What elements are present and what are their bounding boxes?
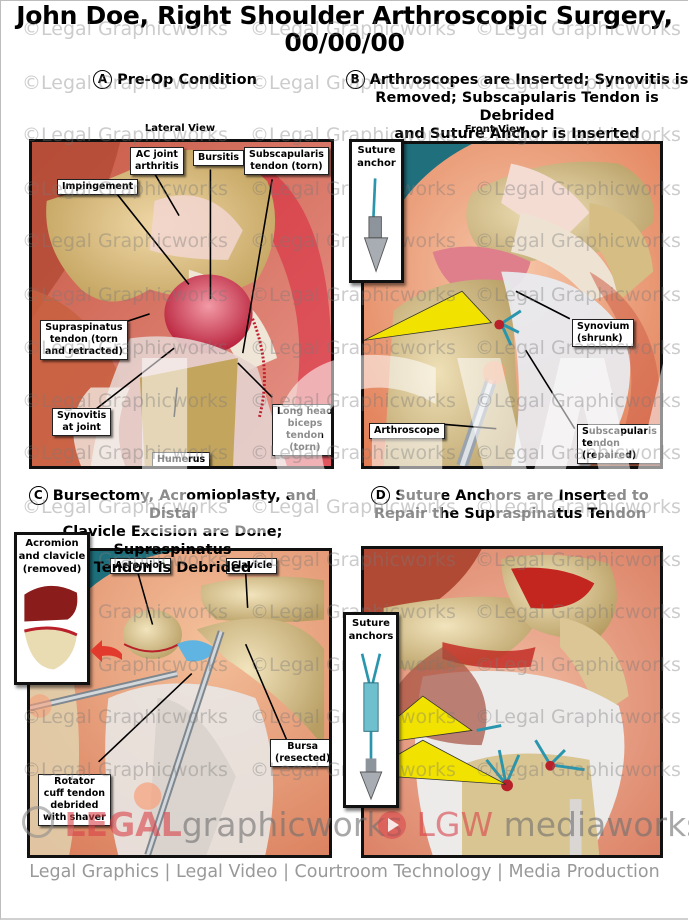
inset-suture-anchors: Suture anchors <box>343 612 399 808</box>
label-synovitis: Synovitis at joint <box>52 408 112 436</box>
panel-d-illustration <box>361 546 663 858</box>
panel-b-letter: B <box>345 70 365 89</box>
panel-a-letter: A <box>93 70 113 89</box>
panel-b-leader-lines <box>437 290 576 430</box>
inset-suture-anchors-label: Suture anchors <box>348 618 394 642</box>
panel-b-title-line-2: Removed; Subscapularis Tendon is Debride… <box>375 90 659 124</box>
panel-d-title-line-2: Repair the Supraspinatus Tendon <box>373 506 647 522</box>
suture-anchor-icon <box>363 178 389 273</box>
label-bursitis: Bursitis <box>193 150 245 166</box>
label-bursa-resected: Bursa (resected) <box>270 739 329 767</box>
panel-d-letter: D <box>371 486 391 505</box>
label-acromion: Acromion <box>110 558 171 574</box>
label-impingement: Impingement <box>57 179 139 195</box>
inset-suture-anchor-label: Suture anchor <box>357 145 396 169</box>
panel-d-title-line-1: Suture Anchors are Inserted to <box>395 488 649 504</box>
label-humerus: Humerus <box>152 452 211 466</box>
panel-b-title-line-1: Arthroscopes are Inserted; Synovitis is <box>369 72 689 88</box>
panel-b-view-label: Front View <box>464 124 526 135</box>
title-line-2: 00/00/00 <box>284 28 405 57</box>
panel-a-title-text: Pre-Op Condition <box>117 72 257 88</box>
label-long-head-biceps-torn: Long head biceps tendon (torn) <box>272 404 331 456</box>
panel-c-title-line-2: Clavicle Excision are Done; Supraspinatu… <box>62 524 283 558</box>
panel-b-illustration: Synovium (shrunk) Arthroscope Subscapula… <box>361 141 663 469</box>
red-arrow-icon <box>90 640 122 662</box>
panel-c-title-line-3: Tendon is Debrided <box>93 560 252 576</box>
page-title: John Doe, Right Shoulder Arthroscopic Su… <box>0 2 689 56</box>
panel-a-view-label: Lateral View <box>144 123 216 134</box>
inset-acromion-clavicle-removed: Acromion and clavicle (removed) <box>14 532 90 685</box>
label-ac-joint-arthritis: AC joint arthritis <box>130 147 184 175</box>
label-subscapularis-torn: Subscapularis tendon (torn) <box>244 147 329 175</box>
panel-c-letter: C <box>28 486 48 505</box>
title-line-1: John Doe, Right Shoulder Arthroscopic Su… <box>16 1 673 30</box>
label-subscapularis-repaired: Subscapularis tendon (repaired) <box>577 424 660 464</box>
panel-a-illustration: AC joint arthritis Bursitis Subscapulari… <box>29 139 334 469</box>
shoulder-suture-anchor-illustration <box>364 549 660 855</box>
panel-c-leader-lines <box>98 572 291 763</box>
inset-suture-anchor: Suture anchor <box>349 139 404 283</box>
label-rotator-cuff-debrided: Rotator cuff tendon debrided with shaver <box>38 774 111 826</box>
inset-acromion-label: Acromion and clavicle (removed) <box>18 538 86 575</box>
label-arthroscope: Arthroscope <box>369 423 445 439</box>
panel-b-title-line-3: and Suture Anchor is Inserted <box>394 126 640 142</box>
suture-anchors-icon <box>359 653 383 801</box>
panel-c-title-line-1: Bursectomy, Acromioplasty, and Distal <box>52 488 317 522</box>
label-supraspinatus-torn: Supraspinatus tendon (torn and retracted… <box>40 320 128 360</box>
footer-tagline: Legal Graphics | Legal Video | Courtroom… <box>29 862 660 882</box>
label-clavicle: Clavicle <box>226 558 278 574</box>
label-synovium-shrunk: Synovium (shrunk) <box>572 319 635 347</box>
panel-c-illustration: Acromion Clavicle Bursa (resected) Rotat… <box>27 548 332 858</box>
shoulder-arthroscopy-illustration <box>364 144 660 466</box>
removed-bone-fragments-icon <box>24 585 78 670</box>
